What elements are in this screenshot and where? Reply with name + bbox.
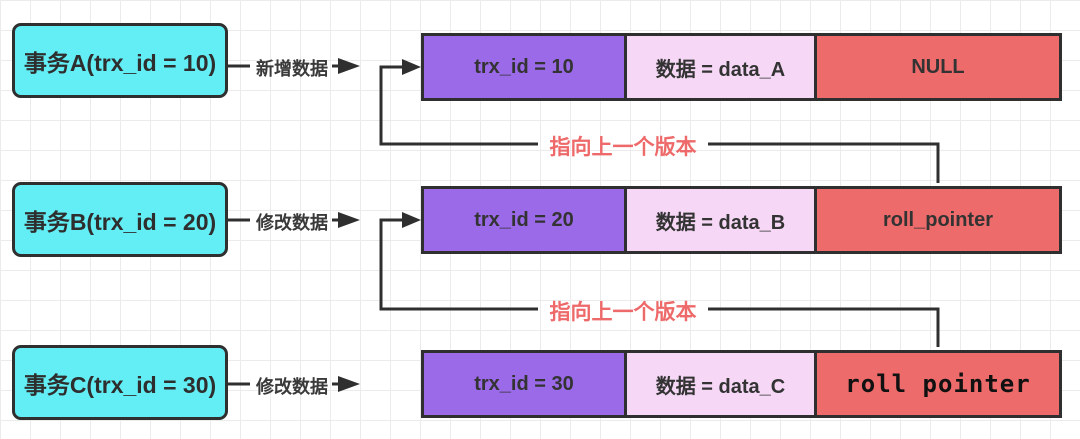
- roll-pointer-cell-1: NULL: [817, 36, 1059, 98]
- data-cell-2: 数据 = data_B: [627, 189, 817, 251]
- pointer-label-2: 指向上一个版本: [549, 301, 697, 324]
- version-record-1: trx_id = 10 数据 = data_A NULL: [421, 33, 1062, 101]
- roll-pointer-cell-3: roll pointer: [817, 353, 1059, 415]
- version-record-3: trx_id = 30 数据 = data_C roll pointer: [421, 350, 1062, 418]
- roll-pointer-cell-2: roll_pointer: [817, 189, 1059, 251]
- transaction-box-c: 事务C(trx_id = 30): [12, 345, 228, 420]
- action-label-update-b: 修改数据: [256, 213, 328, 233]
- action-label-insert: 新增数据: [256, 59, 328, 79]
- transaction-a-label: 事务A(trx_id = 10): [23, 49, 217, 76]
- pointer-label-1: 指向上一个版本: [549, 136, 697, 159]
- action-label-update-c: 修改数据: [256, 377, 328, 397]
- version-record-2: trx_id = 20 数据 = data_B roll_pointer: [421, 186, 1062, 254]
- transaction-b-label: 事务B(trx_id = 20): [23, 208, 217, 235]
- transaction-box-b: 事务B(trx_id = 20): [12, 182, 228, 257]
- trx-id-cell-1: trx_id = 10: [424, 36, 627, 98]
- data-cell-3: 数据 = data_C: [627, 353, 817, 415]
- transaction-c-label: 事务C(trx_id = 30): [23, 371, 217, 398]
- transaction-box-a: 事务A(trx_id = 10): [12, 23, 228, 98]
- data-cell-1: 数据 = data_A: [627, 36, 817, 98]
- trx-id-cell-2: trx_id = 20: [424, 189, 627, 251]
- trx-id-cell-3: trx_id = 30: [424, 353, 627, 415]
